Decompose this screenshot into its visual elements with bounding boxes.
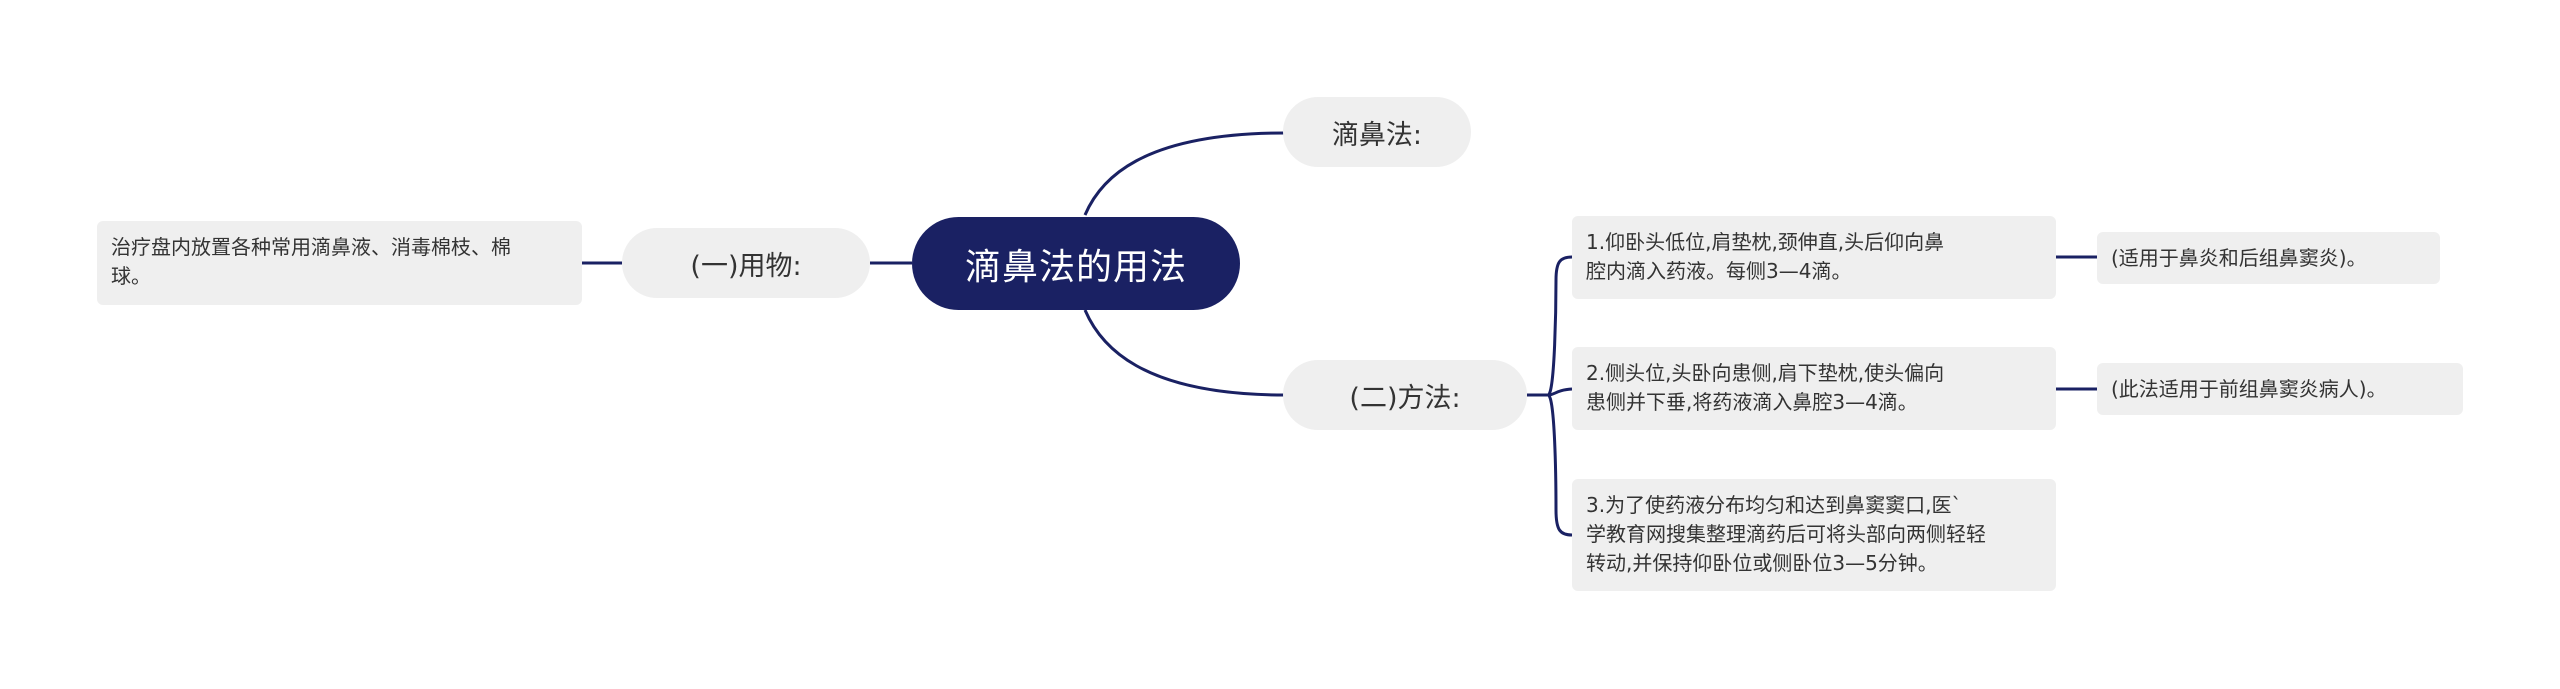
method-step-2-note[interactable]: (此法适用于前组鼻窦炎病人)。 [2097,363,2463,415]
root-node[interactable]: 滴鼻法的用法 [912,217,1240,310]
method-step-2-text: 2.侧头位,头卧向患侧,肩下垫枕,使头偏向 患侧并下垂,将药液滴入鼻腔3—4滴。 [1586,361,1945,414]
supplies-node[interactable]: (一)用物: [622,228,870,298]
supplies-leaf-text: 治疗盘内放置各种常用滴鼻液、消毒棉枝、棉 球。 [111,235,511,288]
method-step-1-note[interactable]: (适用于鼻炎和后组鼻窦炎)。 [2097,232,2440,284]
method-label: (二)方法: [1349,382,1461,414]
method-step-1-note-text: (适用于鼻炎和后组鼻窦炎)。 [2111,246,2367,270]
method-step-2-note-text: (此法适用于前组鼻窦炎病人)。 [2111,377,2387,401]
method-step-3-text: 3.为了使药液分布均匀和达到鼻窦窦口,医` 学教育网搜集整理滴药后可将头部向两侧… [1586,493,1986,575]
nasal-drip-label: 滴鼻法: [1331,119,1423,151]
method-step-1[interactable]: 1.仰卧头低位,肩垫枕,颈伸直,头后仰向鼻 腔内滴入药液。每侧3—4滴。 [1572,216,2056,299]
connector-root-to-nasal-drip [1083,131,1286,216]
method-step-3[interactable]: 3.为了使药液分布均匀和达到鼻窦窦口,医` 学教育网搜集整理滴药后可将头部向两侧… [1572,479,2056,591]
method-step-2[interactable]: 2.侧头位,头卧向患侧,肩下垫枕,使头偏向 患侧并下垂,将药液滴入鼻腔3—4滴。 [1572,347,2056,430]
connector-root-to-method [1083,309,1286,397]
supplies-leaf[interactable]: 治疗盘内放置各种常用滴鼻液、消毒棉枝、棉 球。 [97,221,582,305]
connector-method-to-step1 [1546,255,1573,397]
nasal-drip-node[interactable]: 滴鼻法: [1283,97,1471,167]
connector-method-to-step3 [1546,393,1573,537]
root-label: 滴鼻法的用法 [964,246,1187,288]
supplies-label: (一)用物: [690,250,802,282]
method-step-1-text: 1.仰卧头低位,肩垫枕,颈伸直,头后仰向鼻 腔内滴入药液。每侧3—4滴。 [1586,230,1945,283]
method-node[interactable]: (二)方法: [1283,360,1527,430]
